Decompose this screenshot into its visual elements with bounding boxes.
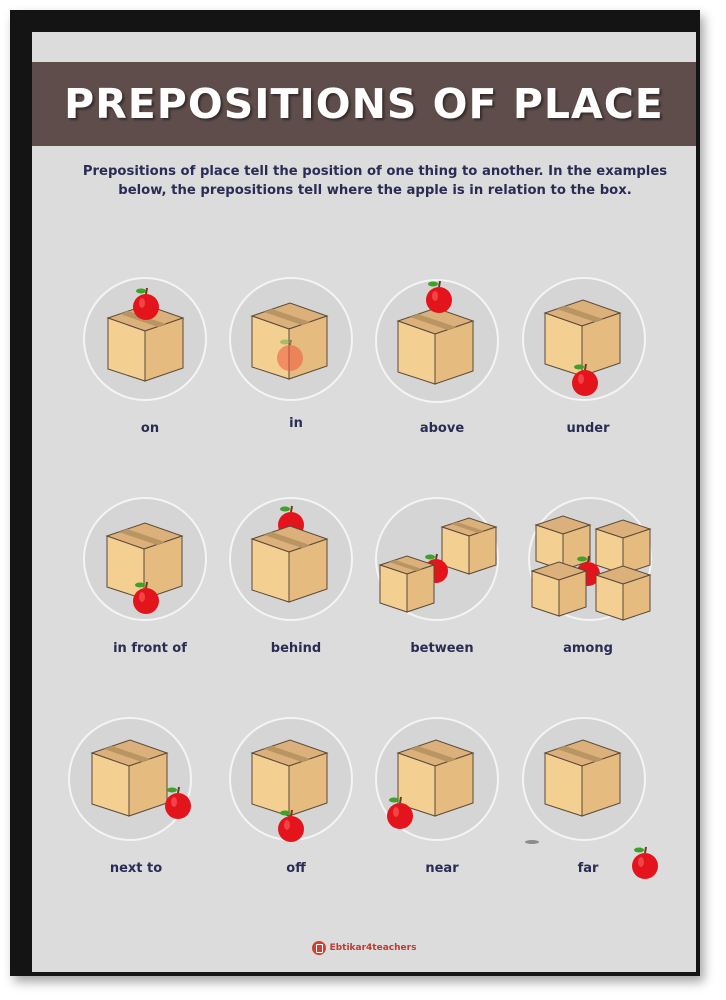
preposition-card-above: above: [372, 276, 512, 476]
preposition-card-off: off: [226, 716, 366, 916]
apple-icon: [133, 581, 159, 614]
preposition-label: next to: [109, 861, 163, 876]
apple-icon: [133, 287, 159, 320]
preposition-card-behind: behind: [226, 496, 366, 696]
preposition-label: far: [577, 861, 599, 876]
behind-illustration: [229, 497, 353, 621]
among-illustration: [528, 497, 652, 621]
box-icon: [534, 515, 592, 571]
box-icon: [543, 299, 622, 377]
preposition-label: between: [410, 641, 474, 656]
in-illustration: [229, 277, 353, 401]
apple-icon: [632, 846, 658, 879]
box-icon: [90, 739, 169, 817]
preposition-label: behind: [270, 641, 322, 656]
preposition-card-on: on: [80, 276, 220, 476]
preposition-label: in front of: [113, 641, 187, 656]
preposition-label: in: [289, 416, 303, 431]
preposition-card-among: among: [518, 496, 658, 696]
off-illustration: [229, 717, 353, 842]
preposition-card-in-front-of: in front of: [80, 496, 220, 696]
preposition-label: among: [563, 641, 613, 656]
in-front-of-illustration: [83, 497, 207, 621]
poster: PREPOSITIONS OF PLACE Prepositions of pl…: [32, 32, 696, 972]
apple-icon: [165, 786, 191, 819]
preposition-label: near: [425, 861, 459, 876]
brand-name: Ebtikar4teachers: [329, 943, 417, 953]
box-icon: [378, 555, 436, 613]
preposition-card-far: far: [518, 716, 658, 916]
footer: Ebtikar4teachers: [32, 940, 696, 959]
preposition-card-between: between: [372, 496, 512, 696]
apple-icon: [277, 339, 303, 371]
preposition-label: above: [419, 421, 465, 436]
preposition-label: on: [140, 421, 160, 436]
apple-icon: [278, 809, 304, 842]
box-icon: [250, 525, 329, 603]
apple-icon: [426, 280, 452, 313]
apple-icon: [387, 796, 413, 829]
preposition-card-in: in: [226, 276, 366, 476]
box-icon: [530, 561, 588, 617]
far-illustration: [522, 717, 658, 879]
title-banner: PREPOSITIONS OF PLACE: [32, 62, 696, 146]
near-illustration: [375, 717, 499, 841]
preposition-card-next-to: next to: [66, 716, 206, 916]
intro-text: Prepositions of place tell the position …: [82, 164, 668, 198]
box-icon: [440, 517, 498, 575]
under-illustration: [522, 277, 646, 401]
preposition-label: under: [566, 421, 610, 436]
page-title: PREPOSITIONS OF PLACE: [64, 80, 664, 128]
poster-frame: PREPOSITIONS OF PLACE Prepositions of pl…: [10, 10, 700, 976]
preposition-card-near: near: [372, 716, 512, 916]
next-to-illustration: [68, 717, 192, 841]
preposition-label: off: [286, 861, 306, 876]
above-illustration: [375, 279, 499, 403]
box-icon: [250, 739, 329, 817]
box-icon: [105, 522, 184, 600]
on-illustration: [83, 277, 207, 401]
between-illustration: [375, 497, 499, 621]
box-icon: [396, 739, 475, 817]
apple-icon: [572, 363, 598, 396]
box-icon: [396, 307, 475, 385]
box-icon: [543, 739, 622, 817]
preposition-card-under: under: [518, 276, 658, 476]
box-icon: [594, 519, 652, 575]
box-icon: [594, 565, 652, 621]
book-logo-icon: [311, 941, 326, 955]
